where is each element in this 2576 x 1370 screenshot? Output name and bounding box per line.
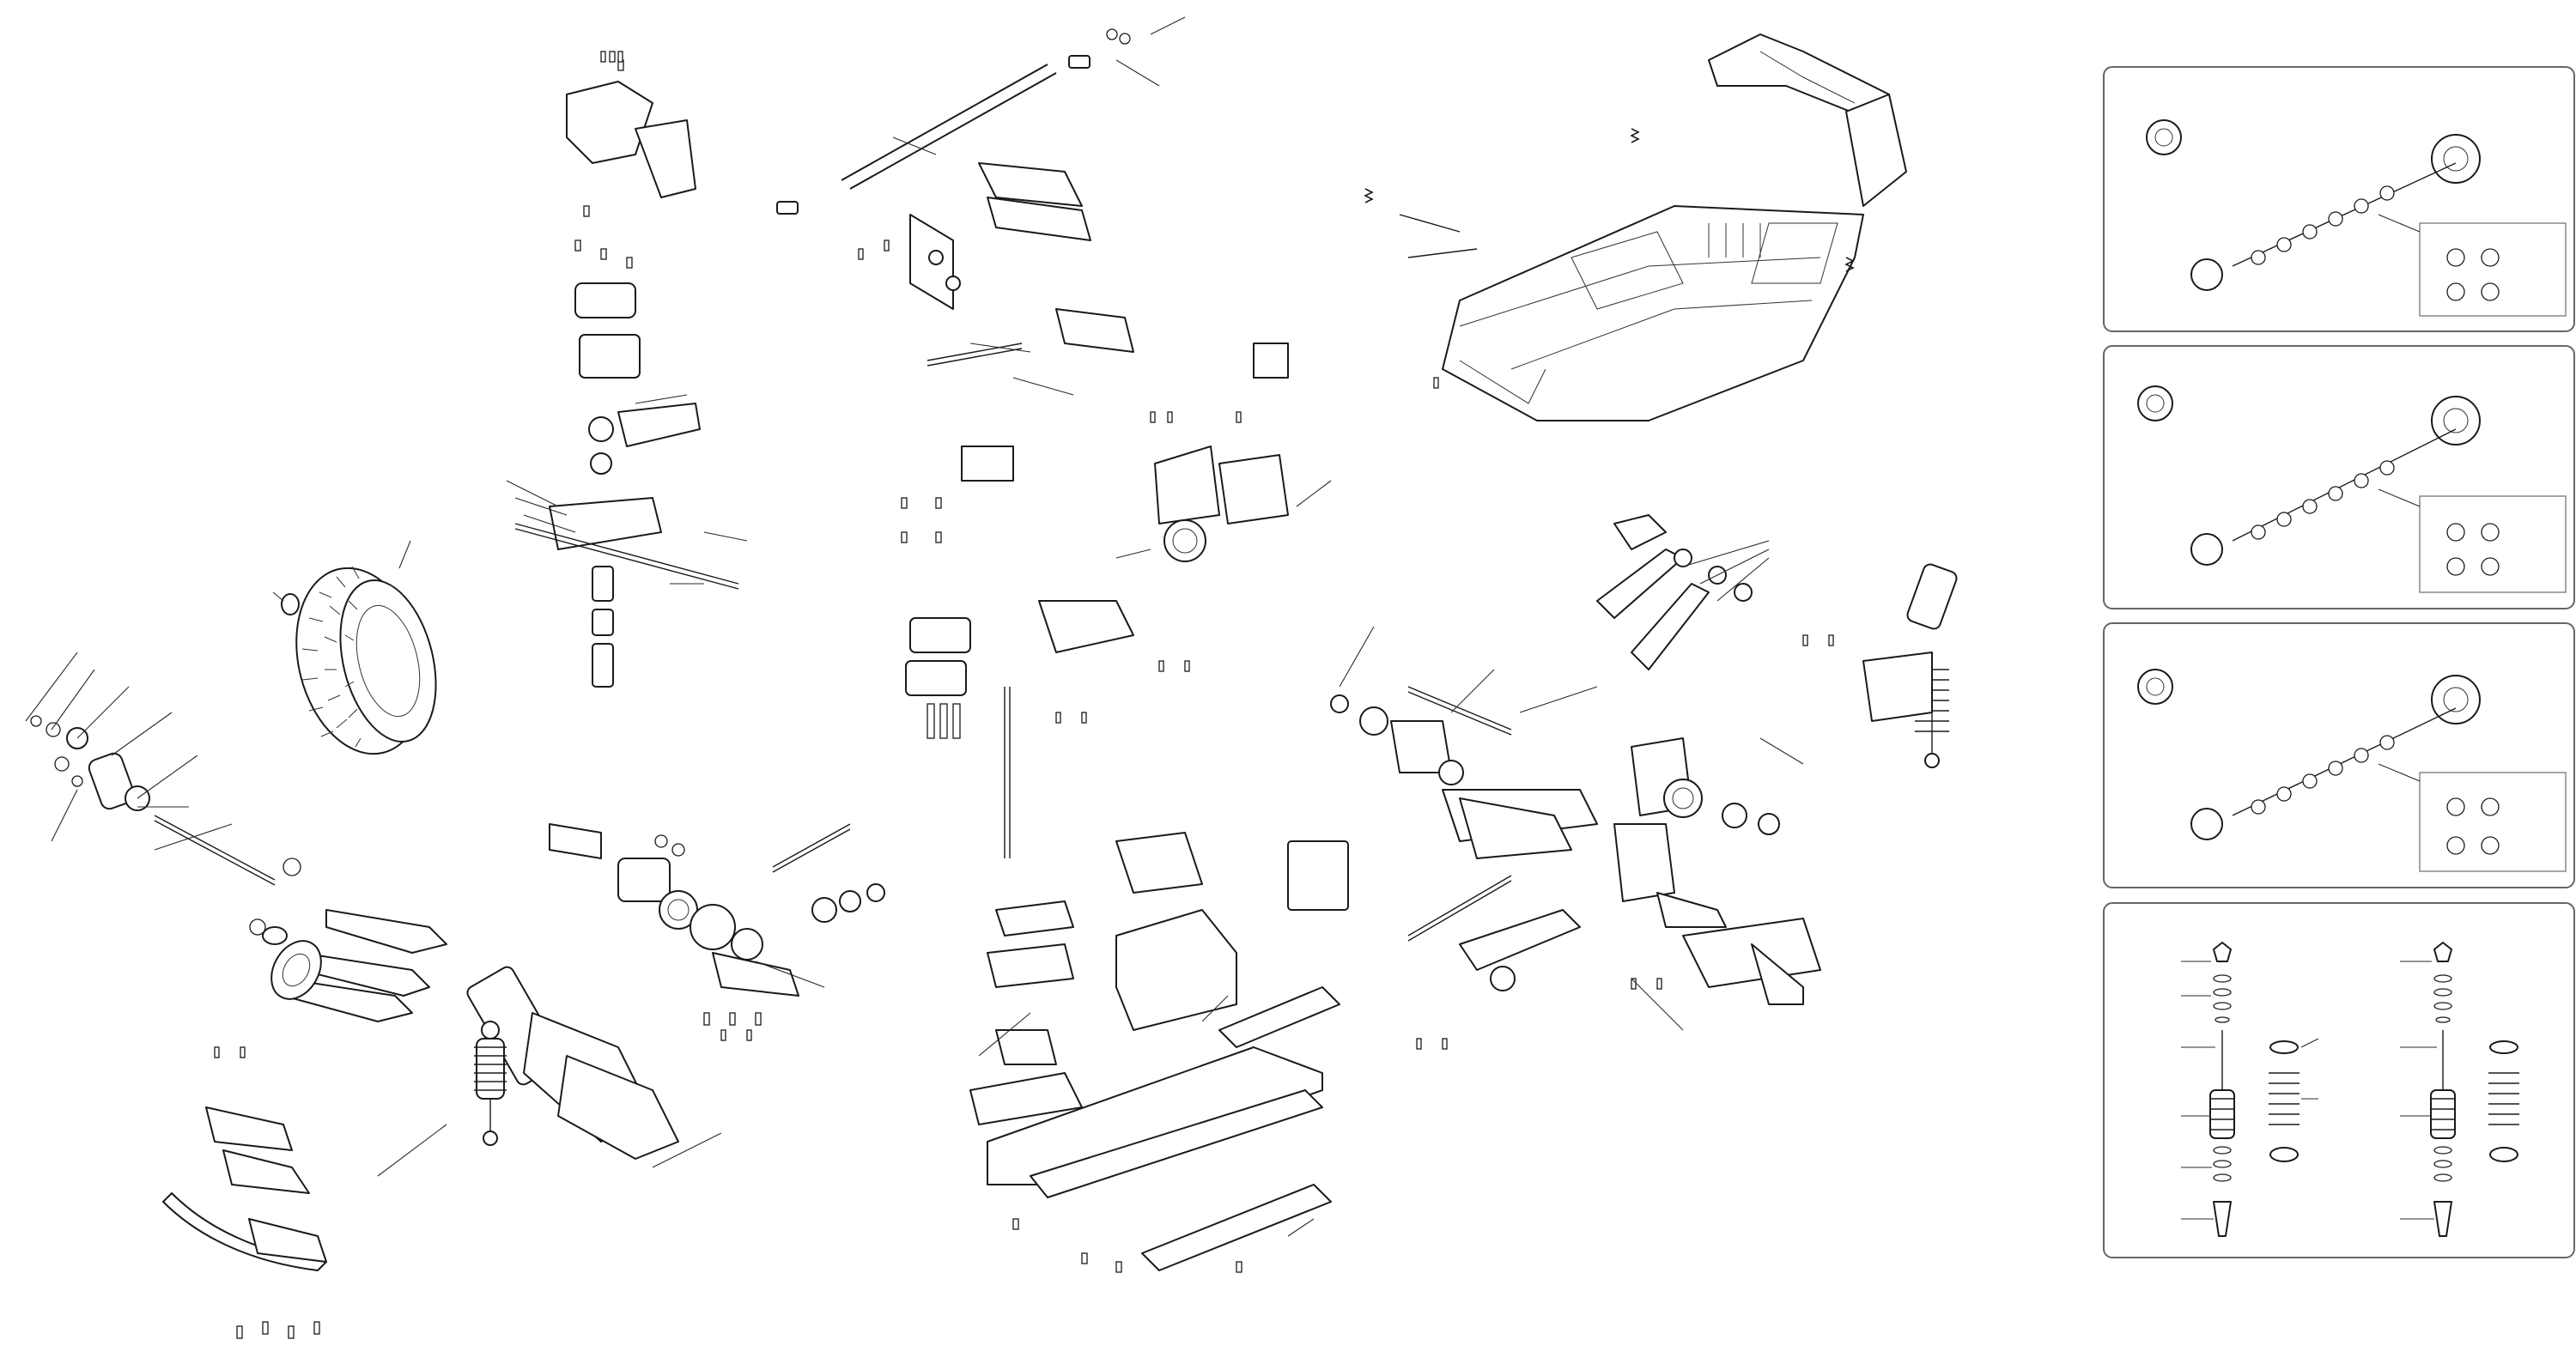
chassis-plate <box>969 687 1340 1273</box>
shock-explode-right <box>2430 942 2519 1237</box>
front-arms <box>249 909 679 1160</box>
body-posts <box>1364 128 1855 272</box>
panel-shock-detail <box>2103 902 2575 1258</box>
wheel-assembly <box>272 540 437 755</box>
rear-shock <box>1862 563 1958 768</box>
front-hub-assembly <box>25 652 301 945</box>
steering-assembly <box>506 51 748 688</box>
battery-tray <box>987 832 1349 1065</box>
front-shock <box>474 1021 507 1146</box>
rear-upper-links <box>1596 514 1753 670</box>
panel-differential-2 <box>2103 345 2575 609</box>
callout-leaders <box>377 16 1804 1237</box>
center-diff-mount <box>1038 342 1289 653</box>
loose-hardware <box>214 51 1834 1058</box>
front-bumper <box>162 1106 327 1339</box>
center-driveshaft <box>776 28 1131 215</box>
shock-explode-left <box>2209 942 2300 1237</box>
panel-differential-3 <box>2103 622 2575 888</box>
panel-differential-1 <box>2103 66 2575 332</box>
top-brace <box>909 162 1134 367</box>
servo-mounts <box>901 446 1014 739</box>
rear-wing <box>1708 33 1907 207</box>
rear-hub-and-arms <box>1330 686 1598 991</box>
rear-gearbox <box>1613 737 1821 1005</box>
front-gearbox <box>549 823 885 1026</box>
body-shell <box>1442 205 1864 421</box>
